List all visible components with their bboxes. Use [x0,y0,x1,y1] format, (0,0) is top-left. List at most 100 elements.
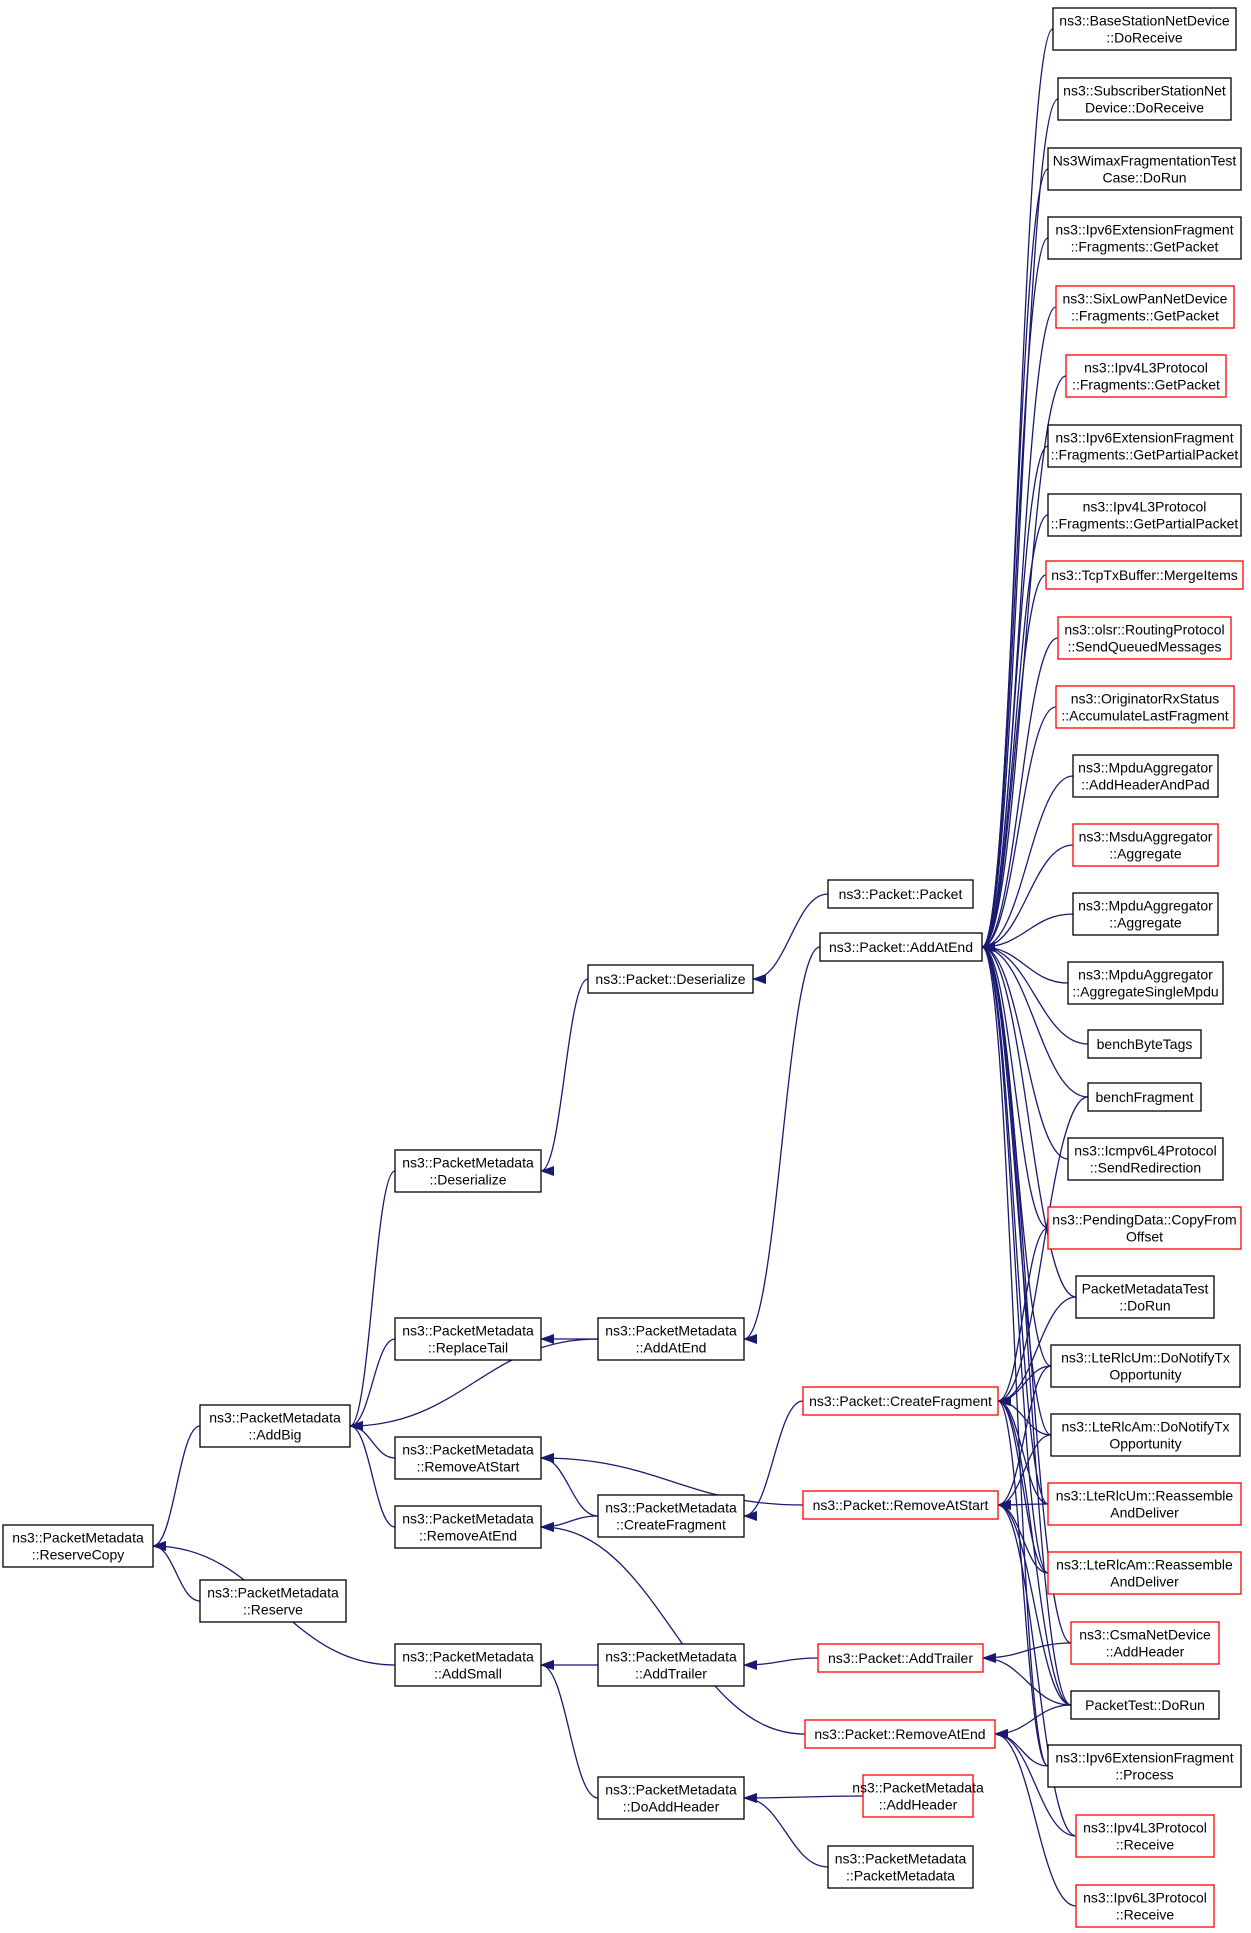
node-box-msdu-agg[interactable] [1072,823,1219,867]
node-box-tcptxbuffer[interactable] [1045,560,1244,590]
node-box-pm-addheader[interactable] [862,1774,974,1818]
node-pm-addheader[interactable]: ns3::PacketMetadata::AddHeader [852,1774,984,1818]
node-ipv4l3-recv[interactable]: ns3::Ipv4L3Protocol::Receive [1075,1814,1215,1858]
node-pm-addtrailer[interactable]: ns3::PacketMetadata::AddTrailer [597,1643,745,1687]
node-box-ipv6l3-recv[interactable] [1075,1884,1215,1928]
node-benchfragment[interactable]: benchFragment [1087,1082,1202,1112]
node-box-benchfragment[interactable] [1087,1082,1202,1112]
node-removeatend[interactable]: ns3::PacketMetadata::RemoveAtEnd [394,1505,542,1549]
node-mpdu-pad[interactable]: ns3::MpduAggregator::AddHeaderAndPad [1072,754,1219,798]
node-reservecopy[interactable]: ns3::PacketMetadata::ReserveCopy [2,1524,154,1568]
node-removeatstart[interactable]: ns3::PacketMetadata::RemoveAtStart [394,1436,542,1480]
node-box-benchbytetags[interactable] [1087,1029,1202,1059]
node-box-p-addtrailer[interactable] [817,1643,984,1673]
node-box-ssnd[interactable] [1057,77,1232,121]
node-box-wimaxfrag[interactable] [1047,147,1242,191]
node-pmtest[interactable]: PacketMetadataTest::DoRun [1075,1275,1215,1319]
node-box-p-addatend[interactable] [819,932,983,962]
node-box-mpdu-single[interactable] [1067,961,1224,1005]
node-ipv6frag-gp[interactable]: ns3::Ipv6ExtensionFragment::Fragments::G… [1047,216,1242,260]
node-box-ipv6frag-gpp[interactable] [1047,424,1242,468]
node-box-pm-deserialize[interactable] [394,1149,542,1193]
node-box-lterlcum-reasm[interactable] [1047,1482,1242,1526]
node-msdu-agg[interactable]: ns3::MsduAggregator::Aggregate [1072,823,1219,867]
node-pm-createfragment[interactable]: ns3::PacketMetadata::CreateFragment [597,1494,745,1538]
node-box-lterlcam-reasm[interactable] [1047,1551,1242,1595]
node-box-reservecopy[interactable] [2,1524,154,1568]
node-box-ipv4l3-recv[interactable] [1075,1814,1215,1858]
node-box-reserve[interactable] [199,1579,347,1623]
node-box-p-removeatstart[interactable] [802,1490,999,1520]
node-ipv4l3-gpp[interactable]: ns3::Ipv4L3Protocol::Fragments::GetParti… [1047,493,1242,537]
node-box-icmpv6[interactable] [1067,1137,1224,1181]
node-p-deserialize[interactable]: ns3::Packet::Deserialize [587,964,754,994]
node-box-addsmall[interactable] [394,1643,542,1687]
node-p-packet[interactable]: ns3::Packet::Packet [827,879,974,909]
node-box-p-removeatend[interactable] [804,1719,996,1749]
node-p-addatend[interactable]: ns3::Packet::AddAtEnd [819,932,983,962]
node-p-createfragment[interactable]: ns3::Packet::CreateFragment [802,1386,999,1416]
node-box-ipv6ext-process[interactable] [1047,1744,1242,1788]
node-ipv4l3-gp[interactable]: ns3::Ipv4L3Protocol::Fragments::GetPacke… [1065,354,1227,398]
node-box-ipv4l3-gp[interactable] [1065,354,1227,398]
node-box-pm-addatend[interactable] [597,1317,745,1361]
node-pm-deserialize[interactable]: ns3::PacketMetadata::Deserialize [394,1149,542,1193]
node-reserve[interactable]: ns3::PacketMetadata::Reserve [199,1579,347,1623]
node-box-sixlowpan[interactable] [1055,285,1235,329]
node-box-packettest[interactable] [1070,1690,1220,1720]
node-p-removeatend[interactable]: ns3::Packet::RemoveAtEnd [804,1719,996,1749]
node-pm-packetmetadata[interactable]: ns3::PacketMetadata::PacketMetadata [827,1845,974,1889]
node-box-p-deserialize[interactable] [587,964,754,994]
node-replacetail[interactable]: ns3::PacketMetadata::ReplaceTail [394,1317,542,1361]
node-addbig[interactable]: ns3::PacketMetadata::AddBig [199,1404,351,1448]
node-p-addtrailer[interactable]: ns3::Packet::AddTrailer [817,1643,984,1673]
node-box-csma[interactable] [1070,1621,1220,1665]
node-box-removeatstart[interactable] [394,1436,542,1480]
node-tcptxbuffer[interactable]: ns3::TcpTxBuffer::MergeItems [1045,560,1244,590]
node-originator[interactable]: ns3::OriginatorRxStatus::AccumulateLastF… [1055,685,1235,729]
node-box-lterlcam-notify[interactable] [1050,1413,1241,1457]
node-ipv6l3-recv[interactable]: ns3::Ipv6L3Protocol::Receive [1075,1884,1215,1928]
node-ssnd[interactable]: ns3::SubscriberStationNetDevice::DoRecei… [1057,77,1232,121]
node-box-ipv4l3-gpp[interactable] [1047,493,1242,537]
node-box-bsnd[interactable] [1052,7,1237,51]
node-sixlowpan[interactable]: ns3::SixLowPanNetDevice::Fragments::GetP… [1055,285,1235,329]
node-box-mpdu-pad[interactable] [1072,754,1219,798]
node-box-removeatend[interactable] [394,1505,542,1549]
node-mpdu-agg[interactable]: ns3::MpduAggregator::Aggregate [1072,892,1219,936]
node-box-pendingdata[interactable] [1047,1206,1242,1250]
node-mpdu-single[interactable]: ns3::MpduAggregator::AggregateSingleMpdu [1067,961,1224,1005]
node-benchbytetags[interactable]: benchByteTags [1087,1029,1202,1059]
node-box-pm-addtrailer[interactable] [597,1643,745,1687]
node-box-lterlcum-notify[interactable] [1050,1344,1241,1388]
node-pm-addatend[interactable]: ns3::PacketMetadata::AddAtEnd [597,1317,745,1361]
node-ipv6ext-process[interactable]: ns3::Ipv6ExtensionFragment::Process [1047,1744,1242,1788]
node-box-pmtest[interactable] [1075,1275,1215,1319]
node-pm-doaddheader[interactable]: ns3::PacketMetadata::DoAddHeader [597,1776,745,1820]
node-box-pm-createfragment[interactable] [597,1494,745,1538]
node-addsmall[interactable]: ns3::PacketMetadata::AddSmall [394,1643,542,1687]
node-box-replacetail[interactable] [394,1317,542,1361]
node-box-pm-packetmetadata[interactable] [827,1845,974,1889]
node-packettest[interactable]: PacketTest::DoRun [1070,1690,1220,1720]
node-box-addbig[interactable] [199,1404,351,1448]
node-box-mpdu-agg[interactable] [1072,892,1219,936]
node-p-removeatstart[interactable]: ns3::Packet::RemoveAtStart [802,1490,999,1520]
node-box-ipv6frag-gp[interactable] [1047,216,1242,260]
node-icmpv6[interactable]: ns3::Icmpv6L4Protocol::SendRedirection [1067,1137,1224,1181]
node-box-olsr[interactable] [1057,616,1232,660]
node-box-originator[interactable] [1055,685,1235,729]
node-box-p-createfragment[interactable] [802,1386,999,1416]
node-csma[interactable]: ns3::CsmaNetDevice::AddHeader [1070,1621,1220,1665]
node-bsnd[interactable]: ns3::BaseStationNetDevice::DoReceive [1052,7,1237,51]
node-box-pm-doaddheader[interactable] [597,1776,745,1820]
node-ipv6frag-gpp[interactable]: ns3::Ipv6ExtensionFragment::Fragments::G… [1047,424,1242,468]
node-box-p-packet[interactable] [827,879,974,909]
node-olsr[interactable]: ns3::olsr::RoutingProtocol::SendQueuedMe… [1057,616,1232,660]
